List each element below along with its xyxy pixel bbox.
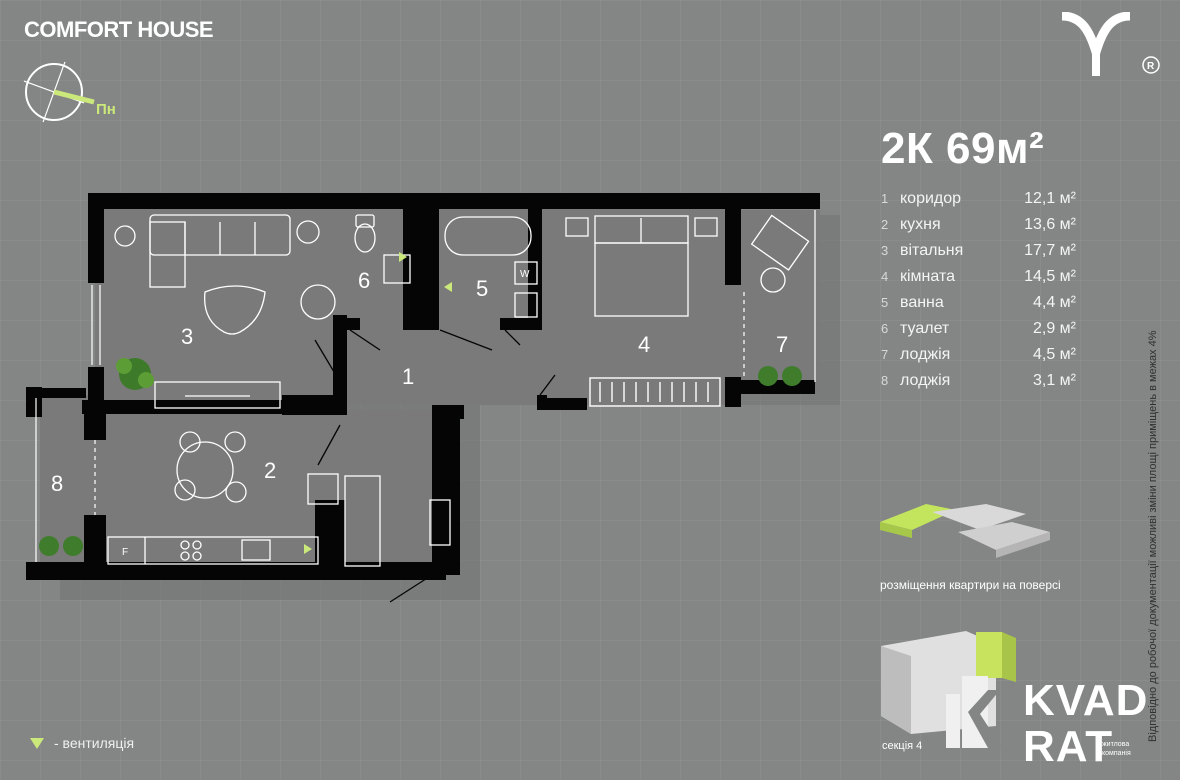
compass-direction-label: Пн xyxy=(96,101,116,118)
furniture xyxy=(107,214,810,567)
washer-label: W xyxy=(520,269,530,280)
room-label-4: 4 xyxy=(638,332,650,357)
ventilation-marker-icon xyxy=(304,252,452,554)
developer-name: KVAD RAT xyxy=(1023,676,1149,771)
room-label-8: 8 xyxy=(51,471,63,496)
room-label-5: 5 xyxy=(476,276,488,301)
floor-position-caption: розміщення квартири на поверсі xyxy=(880,578,1061,592)
brand-name: COMFORT HOUSE xyxy=(24,17,214,42)
svg-text:R: R xyxy=(1147,61,1155,72)
door-swings xyxy=(314,329,556,603)
area-disclaimer: Відповідно до робочої документації можли… xyxy=(1147,330,1159,742)
walls xyxy=(26,193,820,580)
compass-icon: Пн xyxy=(23,61,116,123)
ventilation-legend-text: - вентиляція xyxy=(54,735,135,751)
logo-icon: R xyxy=(1061,12,1160,76)
loggia-railings xyxy=(35,210,816,562)
room-label-2: 2 xyxy=(264,458,276,483)
kvadrat-logo-icon xyxy=(946,676,1002,748)
wardrobe xyxy=(589,377,721,407)
fridge-label: F xyxy=(122,547,128,558)
room-label-3: 3 xyxy=(181,324,193,349)
apartment-title: 2К 69м² xyxy=(881,124,1045,173)
developer-tagline: житлова компанія xyxy=(1102,741,1131,757)
room-label-7: 7 xyxy=(776,332,788,357)
ventilation-legend: - вентиляція xyxy=(30,735,134,751)
plant-icon xyxy=(39,358,802,556)
floor-position-map xyxy=(880,504,1050,558)
room-label-6: 6 xyxy=(358,268,370,293)
ventilation-marker-icon xyxy=(30,737,44,749)
section-label: секція 4 xyxy=(882,740,923,752)
room-label-1: 1 xyxy=(402,364,414,389)
